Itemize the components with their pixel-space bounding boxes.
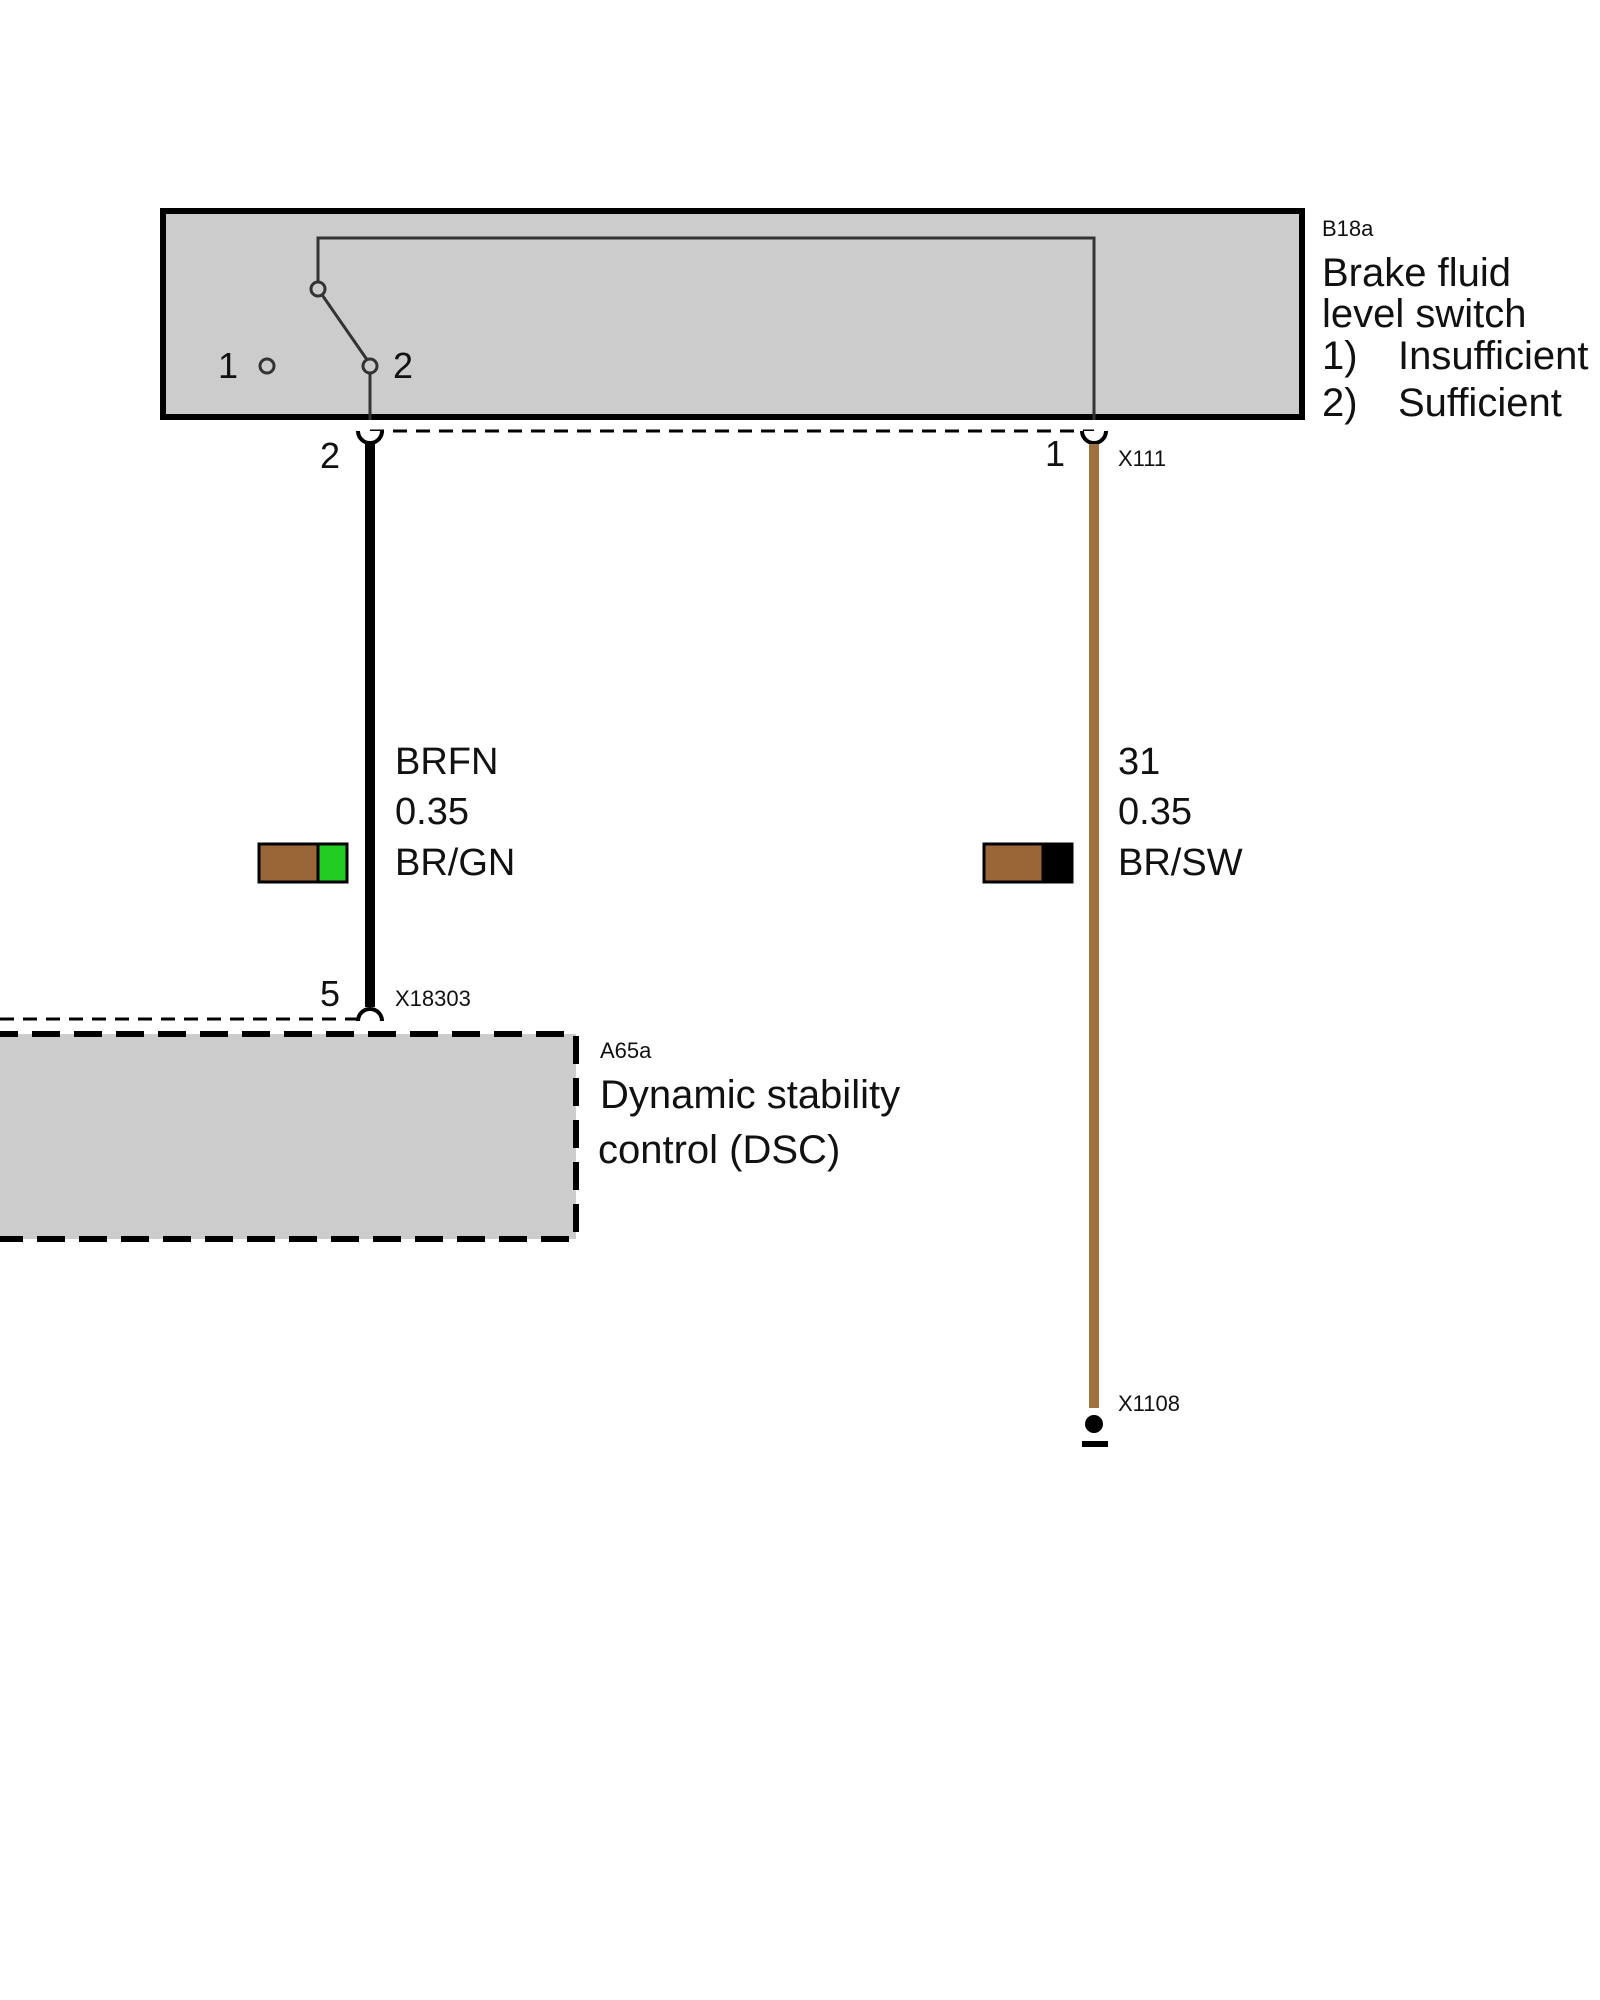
connector-x18303-socket [356,1007,384,1022]
wire-31-color-code: BR/SW [1118,842,1243,884]
legend-num-1: 1) [1322,334,1358,378]
dsc-ref: A65a [600,1038,652,1063]
wire-31-size: 0.35 [1118,791,1192,833]
wire-brfn-size: 0.35 [395,791,469,833]
x18303-ref: X18303 [395,986,471,1011]
x111-pin-left: 2 [320,435,340,476]
x111-ref: X111 [1118,446,1166,471]
switch-contact-label-2: 2 [393,345,413,386]
dsc-name-line1: Dynamic stability [600,1073,900,1117]
ground-point [1085,1415,1103,1433]
legend-text-2: Sufficient [1398,381,1562,425]
connector-x111-pin2-socket [356,430,384,445]
switch-ref: B18a [1322,216,1374,241]
connector-x111-pin1-socket [1080,430,1108,445]
legend-text-1: Insufficient [1398,334,1589,378]
switch-pivot-contact [309,280,327,298]
wire-brfn-signal: BRFN [395,741,498,783]
brake-fluid-switch-box[interactable] [160,208,1305,420]
switch-name-line2: level switch [1322,292,1527,336]
switch-contact-1 [258,357,276,375]
switch-contact-label-1: 1 [218,345,238,386]
wire-brfn-color-code: BR/GN [395,842,515,884]
x1108-ref: X1108 [1118,1391,1180,1416]
dsc-name-line2: control (DSC) [598,1128,840,1172]
legend-num-2: 2) [1322,381,1358,425]
switch-contact-2 [361,357,379,375]
wire-31-color-swatch [982,842,1074,884]
x18303-pin: 5 [320,973,340,1014]
wire-31-signal: 31 [1118,741,1160,783]
ground-symbol [1082,1441,1108,1447]
switch-name-line1: Brake fluid [1322,251,1511,295]
wire-brfn-color-swatch [257,842,349,884]
dsc-module-box[interactable] [0,1031,579,1242]
x111-pin-right: 1 [1045,433,1065,474]
